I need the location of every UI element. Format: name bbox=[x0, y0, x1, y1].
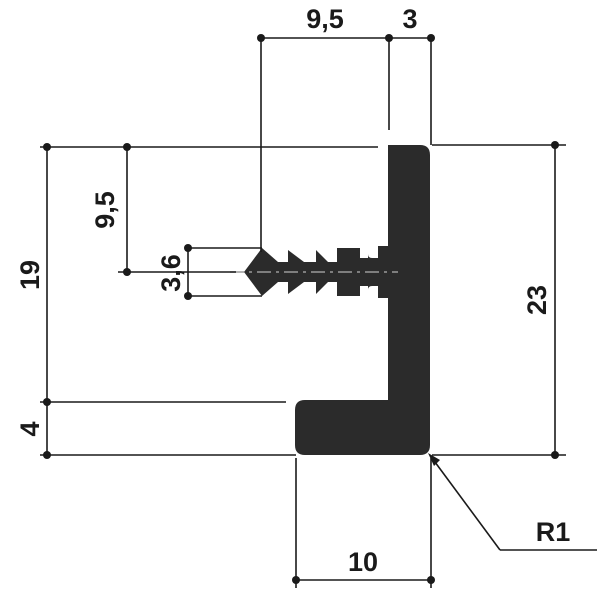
dim-left-upper: 9,5 bbox=[90, 191, 120, 229]
dim-foot-width: 10 bbox=[348, 547, 378, 577]
dim-outer-left-height: 19 bbox=[15, 260, 45, 290]
radius-callout: R1 bbox=[428, 453, 597, 551]
stem-groove bbox=[360, 248, 368, 258]
dim-right-height: 23 bbox=[522, 285, 552, 315]
dimension-left-upper: 9,5 bbox=[40, 143, 378, 276]
dimension-right: 23 bbox=[432, 141, 566, 459]
dimension-left-outer: 19 4 bbox=[15, 143, 296, 459]
dimension-bottom: 10 bbox=[292, 458, 435, 588]
dimension-top: 9,5 3 bbox=[257, 4, 435, 252]
dim-top-right-width: 3 bbox=[402, 4, 417, 34]
dim-top-left-width: 9,5 bbox=[306, 4, 344, 34]
dim-fin-height: 3,6 bbox=[156, 254, 186, 292]
stem-groove-lower bbox=[360, 286, 368, 296]
dim-corner-radius: R1 bbox=[536, 517, 571, 547]
radius-arrowhead bbox=[428, 453, 440, 466]
profile-body bbox=[295, 145, 430, 455]
profile bbox=[244, 145, 430, 455]
dim-foot-thickness: 4 bbox=[15, 421, 45, 436]
dimension-fin: 3,6 bbox=[156, 244, 262, 300]
